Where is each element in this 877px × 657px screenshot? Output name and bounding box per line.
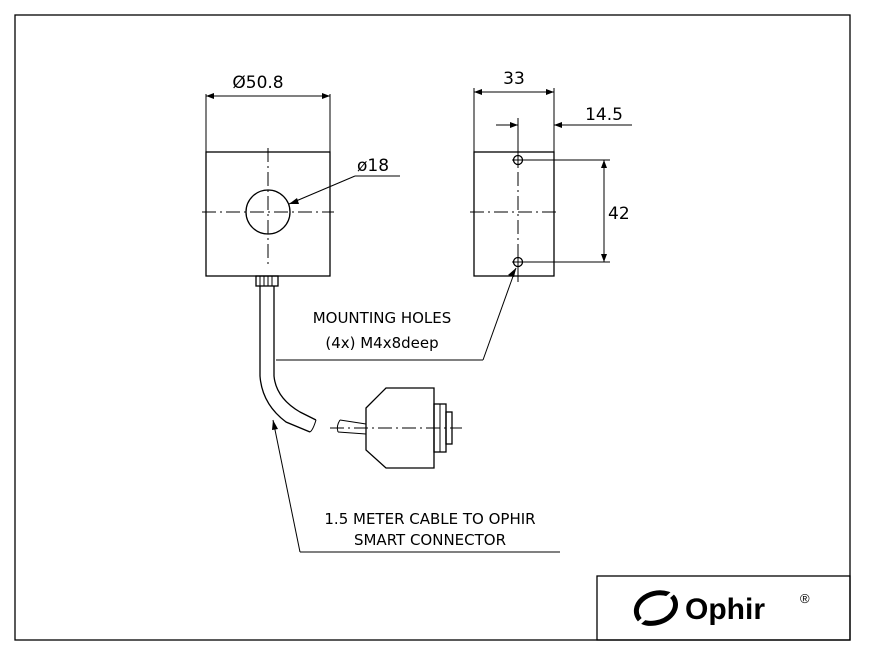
drawing-frame	[14, 14, 851, 641]
mounting-note-line1: MOUNTING HOLES	[313, 309, 452, 327]
diameter-label: Ø50.8	[232, 73, 283, 93]
sensor-body-side	[473, 151, 555, 277]
cable-note-line2: SMART CONNECTOR	[354, 531, 506, 549]
cable-leader	[272, 419, 301, 553]
mounting-leader	[482, 267, 517, 361]
smart-connector	[330, 387, 462, 469]
ophir-logo-icon	[633, 588, 678, 626]
hole-spacing-label: 42	[608, 204, 630, 224]
logo-box: Ophir ®	[596, 575, 851, 641]
cable-gland	[255, 275, 279, 287]
mounting-note: MOUNTING HOLES (4x) M4x8deep	[276, 267, 517, 361]
aperture-circle	[245, 189, 291, 235]
mounting-note-line2: (4x) M4x8deep	[325, 334, 438, 352]
hole-offset-label: 14.5	[585, 105, 623, 125]
cable-note-line1: 1.5 METER CABLE TO OPHIR	[324, 510, 535, 528]
registered-mark: ®	[800, 591, 810, 606]
cable	[259, 286, 367, 435]
ophir-logo-text: Ophir	[685, 593, 765, 626]
cable-note: 1.5 METER CABLE TO OPHIR SMART CONNECTOR	[272, 419, 560, 553]
aperture-label: ø18	[357, 156, 389, 176]
side-view: 33 14.5 42	[470, 69, 632, 282]
front-view: Ø50.8 ø18	[202, 73, 400, 287]
depth-label: 33	[503, 69, 525, 89]
